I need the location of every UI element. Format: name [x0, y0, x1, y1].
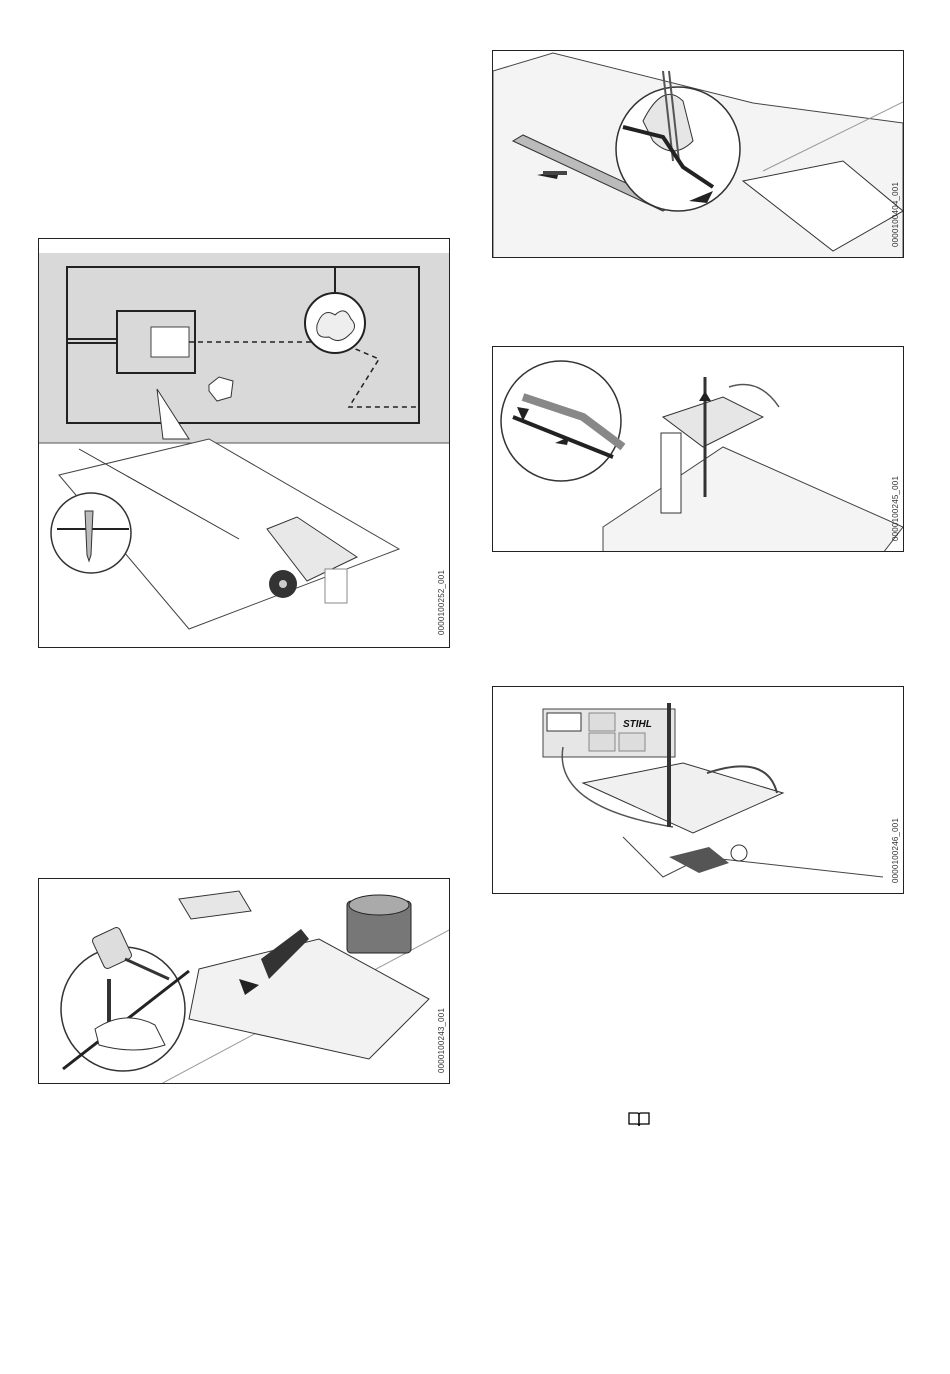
figure-wire-fixing: 0000100243_001: [38, 878, 450, 1084]
figure-wire-connector: 0000100245_001: [492, 346, 904, 552]
figure-code: 0000100246_001: [891, 818, 900, 883]
figure-code: 0000100252_001: [437, 570, 446, 635]
brand-label: STIHL: [623, 719, 652, 730]
wire-connector-illustration: [493, 347, 904, 552]
wire-fixing-illustration: [39, 879, 450, 1084]
perimeter-layout-illustration: [39, 239, 450, 648]
figure-code: 0000100243_001: [437, 1008, 446, 1073]
figure-wire-routing-closeup: 0000100404_001: [492, 50, 904, 258]
figure-connector-panel: STIHL 0000100246_001: [492, 686, 904, 894]
figure-code: 0000100404_001: [891, 182, 900, 247]
book-icon: [628, 1111, 650, 1127]
figure-code: 0000100245_001: [891, 476, 900, 541]
wire-routing-illustration: [493, 51, 904, 258]
figure-perimeter-layout: 0000100252_001: [38, 238, 450, 648]
connector-panel-illustration: STIHL: [493, 687, 904, 894]
